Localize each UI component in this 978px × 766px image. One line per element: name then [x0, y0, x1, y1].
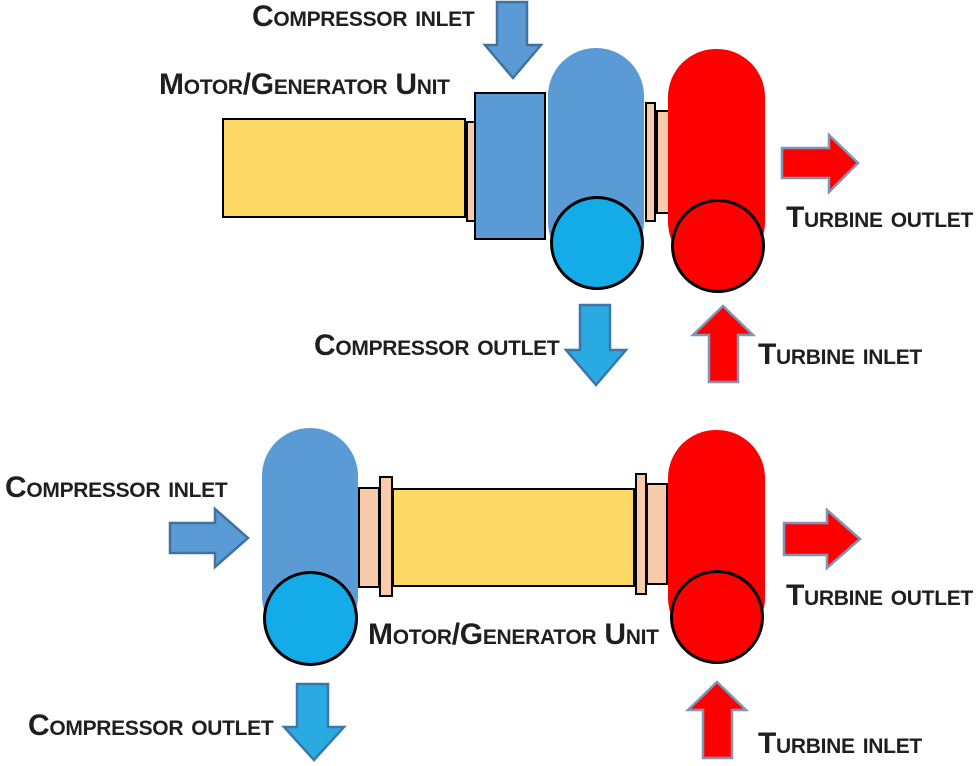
compressor-inlet-arrow [168, 506, 250, 570]
turbine-inlet-label: Turbine inlet [758, 727, 922, 760]
turbine-inlet-port [670, 570, 764, 664]
motor-generator-label: Motor/Generator Unit [368, 618, 659, 651]
compressor-inlet-label: Compressor inlet [5, 471, 228, 504]
compressor-inlet-label: Compressor inlet [252, 0, 475, 33]
coupling-flange-outer-right [646, 483, 668, 585]
turbine-outlet-arrow [782, 507, 862, 571]
turbine-inlet-port [671, 199, 765, 293]
turbine-inlet-label: Turbine inlet [758, 338, 922, 371]
coupling-flange-inner-left [379, 476, 393, 597]
compressor-inlet-arrow [482, 0, 544, 80]
compressor-outlet-arrow [281, 682, 347, 762]
motor-shaft [222, 118, 466, 218]
compressor-outlet-label: Compressor outlet [28, 709, 274, 742]
turbine-outlet-arrow [780, 132, 860, 196]
turbine-outlet-label: Turbine outlet [786, 579, 973, 612]
compressor-housing [474, 92, 546, 240]
compressor-outlet-port [550, 196, 644, 290]
motor-generator-label: Motor/Generator Unit [159, 68, 450, 101]
turbine-inlet-arrow [689, 304, 757, 384]
coupling-flange-inner [645, 102, 656, 222]
turbine-outlet-label: Turbine outlet [786, 201, 973, 234]
coupling-flange-outer-left [358, 487, 380, 588]
compressor-outlet-arrow [563, 303, 629, 387]
compressor-outlet-port [263, 571, 358, 666]
compressor-outlet-label: Compressor outlet [314, 329, 560, 362]
motor-shaft [392, 488, 635, 587]
turbine-inlet-arrow [684, 680, 750, 760]
